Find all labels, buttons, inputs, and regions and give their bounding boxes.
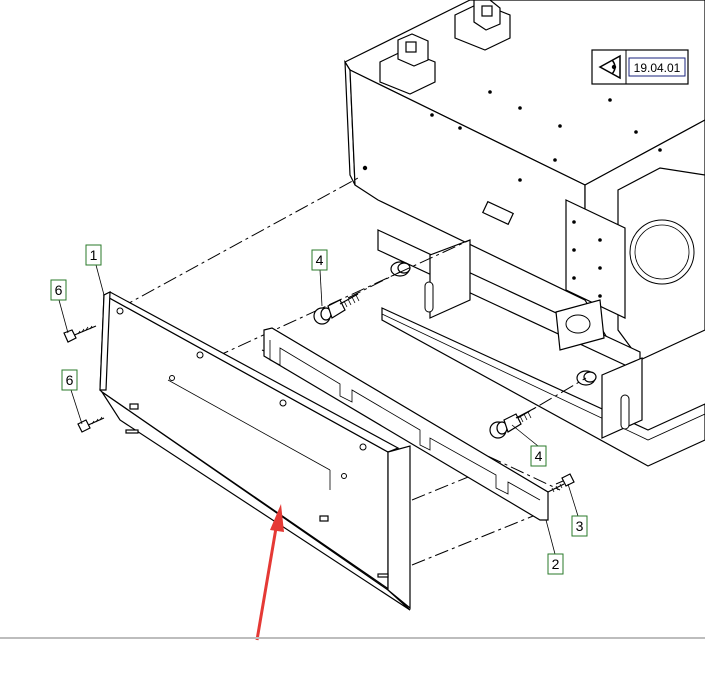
leader-lines: [58, 264, 579, 555]
svg-text:4: 4: [535, 448, 543, 464]
svg-text:1: 1: [90, 247, 98, 263]
frame-post-right: [454, 0, 511, 51]
svg-text:6: 6: [55, 282, 63, 298]
screw-6-upper: [63, 325, 97, 343]
mounting-bracket: [263, 327, 549, 521]
callout-3: 3: [571, 515, 588, 537]
screw-3: [547, 473, 575, 493]
machine-frame: [344, 0, 705, 467]
front-cover-panel: [99, 291, 411, 611]
frame-post-left: [379, 33, 436, 95]
callout-4-upper: 4: [311, 249, 328, 271]
slotted-bracket-left: [424, 239, 471, 319]
highlight-arrow: [255, 504, 284, 641]
callout-6-lower: 6: [61, 369, 78, 391]
screw-6-lower: [77, 416, 105, 433]
svg-text:3: 3: [576, 518, 584, 534]
svg-text:4: 4: [316, 252, 324, 268]
callout-2: 2: [547, 553, 564, 575]
svg-text:2: 2: [552, 556, 560, 572]
bottom-divider: [0, 637, 705, 639]
callout-6-upper: 6: [50, 279, 67, 301]
slotted-bracket-right: [601, 357, 643, 439]
eye-view-icon: [598, 54, 621, 80]
callout-1: 1: [85, 244, 102, 266]
standoff-bolt-4-lower: [489, 407, 536, 439]
view-reference[interactable]: 19.04.01: [591, 49, 689, 85]
svg-text:6: 6: [66, 372, 74, 388]
stud-right: [576, 370, 597, 386]
view-reference-label: 19.04.01: [634, 61, 681, 75]
standoff-bolt-4-upper: [313, 293, 360, 325]
stud-left: [390, 261, 411, 277]
callout-4-lower: 4: [530, 445, 547, 467]
